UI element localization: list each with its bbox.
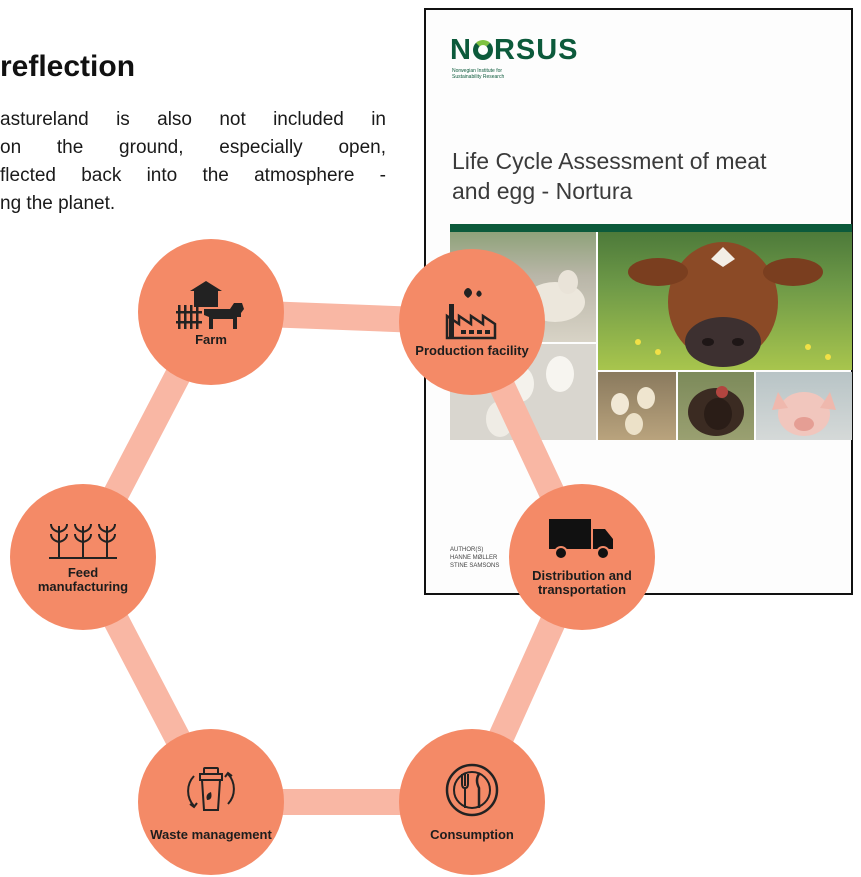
pig-photo (756, 372, 852, 440)
section-heading: reflection (0, 50, 136, 83)
chickens-photo (598, 372, 676, 440)
plate-icon (445, 763, 499, 817)
turkey-photo (678, 372, 754, 440)
stage-production: Production facility (399, 249, 545, 395)
stage-waste: Waste management (138, 729, 284, 875)
title-divider (450, 224, 852, 232)
section-paragraph: astureland is also not included in on th… (0, 106, 386, 218)
stage-distribution: Distribution and transportation (509, 484, 655, 630)
stage-feed: Feed manufacturing (10, 484, 156, 630)
stage-label: Consumption (430, 827, 514, 842)
paragraph-line: flected back into the atmosphere - (0, 165, 386, 186)
crops-icon (49, 523, 117, 559)
paragraph-line: on the ground, especially open, (0, 137, 386, 158)
logo-subtitle: Norwegian Institute for Sustainability R… (452, 68, 505, 80)
farm-icon (176, 281, 244, 329)
report-title: Life Cycle Assessment of meat and egg - … (452, 148, 767, 204)
stage-consumption: Consumption (399, 729, 545, 875)
stage-label: Feed manufacturing (37, 565, 129, 594)
paragraph-line: astureland is also not included in (0, 109, 386, 130)
authors-block: AUTHOR(S) HANNE MØLLER STINE SAMSONS (450, 547, 500, 569)
stage-label: Distribution and transportation (532, 568, 632, 597)
paragraph-line: ng the planet. (0, 193, 116, 214)
stage-farm: Farm (138, 239, 284, 385)
recycle-bin-icon (187, 767, 235, 811)
stage-label: Production facility (415, 343, 529, 358)
stage-label: Waste management (150, 827, 272, 842)
truck-icon (549, 519, 613, 560)
factory-icon (445, 288, 497, 340)
cow-photo (598, 232, 852, 370)
stage-label: Farm (195, 332, 227, 347)
